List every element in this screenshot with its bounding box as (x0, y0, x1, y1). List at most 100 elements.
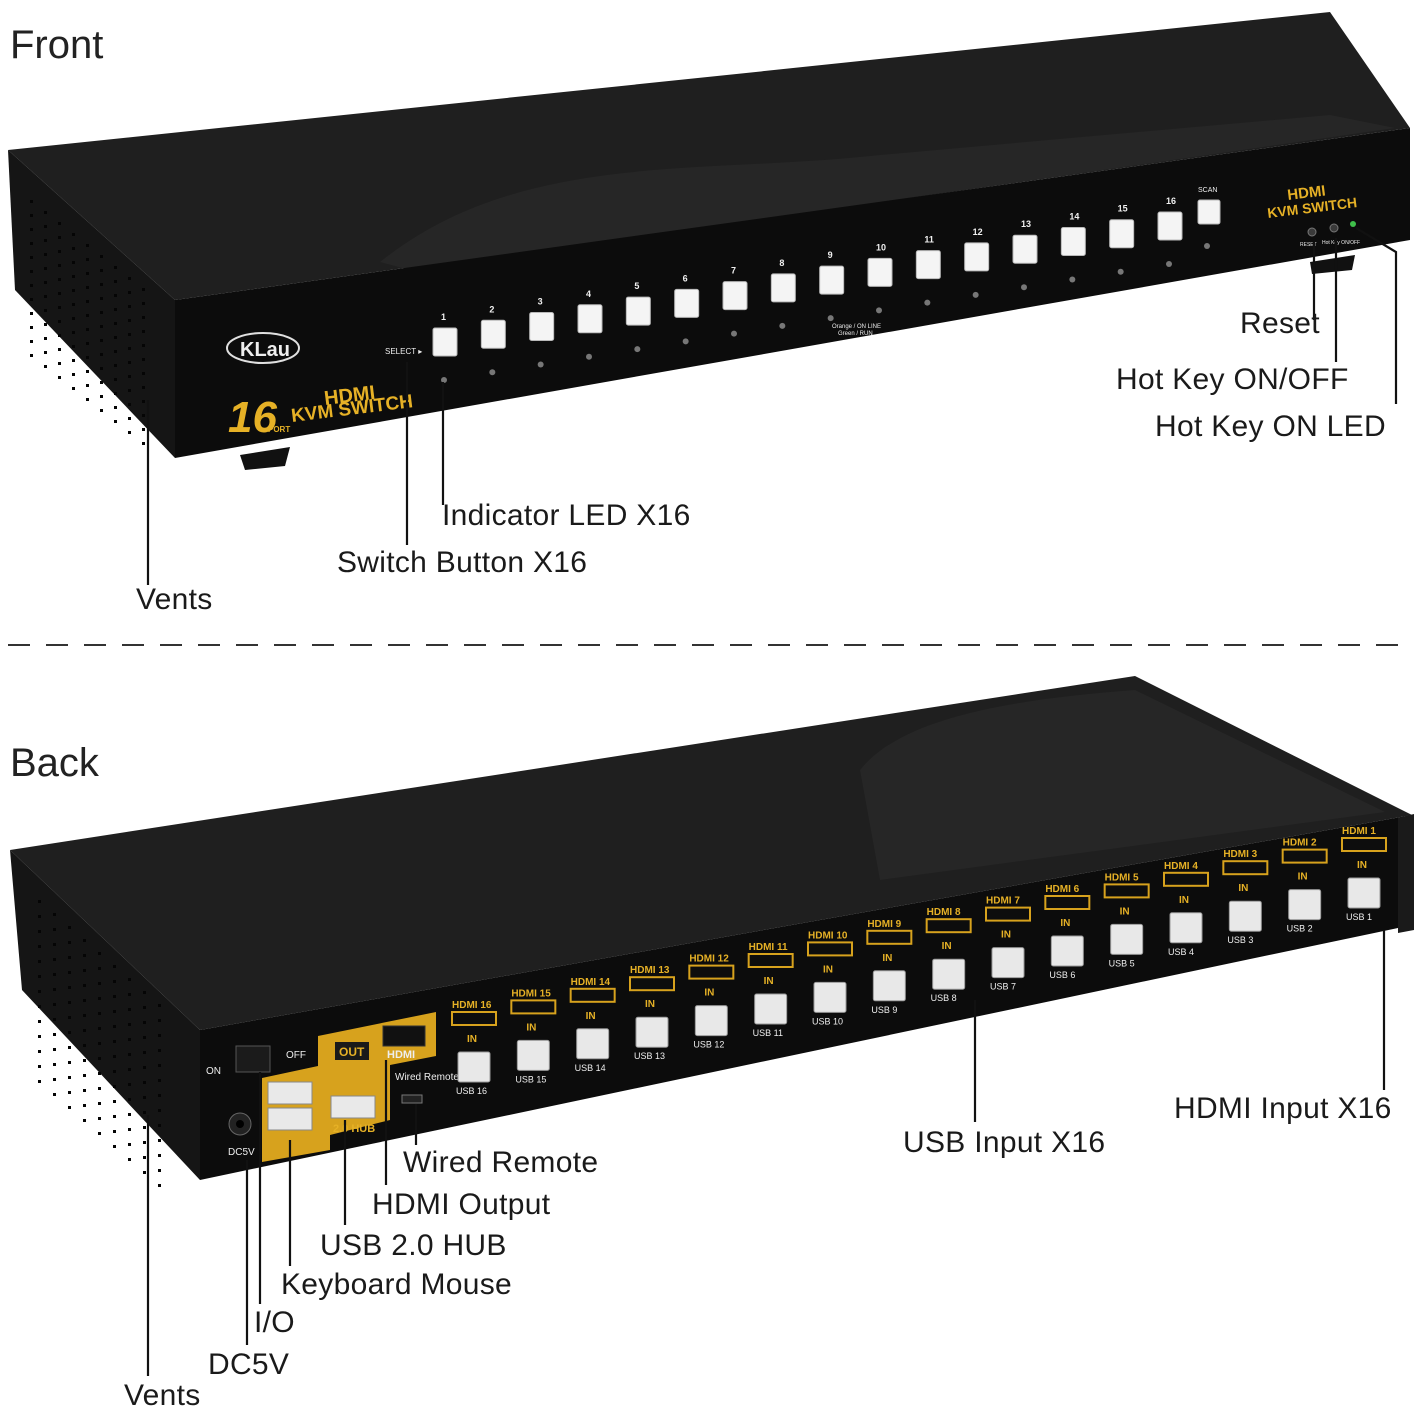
hdmi-input-port[interactable] (1163, 871, 1209, 887)
usb-input-port[interactable] (457, 1051, 491, 1083)
select-label: SELECT ▸ (385, 347, 422, 356)
switch-button[interactable] (480, 319, 506, 349)
switch-button[interactable] (819, 265, 845, 295)
switch-button[interactable] (674, 288, 700, 318)
hdmi-input-port[interactable] (1222, 860, 1269, 876)
switch-button[interactable] (722, 281, 748, 311)
hdmi-input-port[interactable] (866, 929, 913, 945)
usb-input-port[interactable] (991, 947, 1025, 979)
hdmi-input-port[interactable] (985, 906, 1031, 922)
usb-input-port[interactable] (1347, 877, 1381, 909)
scan-button[interactable] (1197, 199, 1221, 225)
vent-hole (128, 1128, 131, 1131)
usb-input-port[interactable] (1110, 923, 1144, 955)
hot-key-toggle-button[interactable] (1329, 223, 1339, 233)
usb-input-port[interactable] (635, 1016, 669, 1048)
usb-input-port[interactable] (872, 970, 906, 1002)
hdmi-input-port[interactable] (925, 918, 972, 934)
indicator-led (779, 322, 786, 329)
keyboard-usb-port[interactable] (267, 1081, 313, 1105)
vent-hole (158, 1139, 161, 1142)
switch-button[interactable] (964, 242, 990, 272)
usb-input-port[interactable] (754, 993, 788, 1025)
switch-button[interactable] (770, 273, 796, 303)
switch-button-number: 2 (489, 304, 494, 314)
usb-input-port[interactable] (1169, 912, 1203, 944)
vent-hole (44, 365, 47, 368)
vent-hole (30, 256, 33, 259)
hdmi-input-port[interactable] (1103, 883, 1150, 899)
switch-button-number: 9 (828, 250, 833, 260)
usb-hub-port[interactable] (330, 1095, 376, 1119)
usb-input-port[interactable] (516, 1039, 550, 1071)
mouse-usb-port[interactable] (267, 1107, 313, 1131)
hdmi-input-port[interactable] (629, 976, 675, 992)
vent-hole (30, 354, 33, 357)
switch-button[interactable] (867, 257, 893, 287)
vent-hole (53, 1093, 56, 1096)
usb-input-tag: USB 7 (990, 982, 1016, 992)
usb-input-port[interactable] (932, 958, 966, 990)
vent-hole (53, 973, 56, 976)
wired-remote-port[interactable] (401, 1094, 423, 1104)
switch-button[interactable] (625, 296, 651, 326)
vent-hole (143, 1126, 146, 1129)
led-legend-line1: Orange / ON LINE (832, 324, 881, 330)
hdmi-input-port[interactable] (1341, 837, 1387, 852)
hdmi-input-port[interactable] (807, 941, 853, 957)
indicator-led-label: Indicator LED X16 (442, 499, 691, 532)
vent-hole (44, 337, 47, 340)
switch-button[interactable] (1012, 234, 1038, 264)
switch-button[interactable] (529, 312, 555, 342)
hdmi-output-port[interactable] (382, 1025, 426, 1047)
hdmi-input-in-tag: IN (823, 964, 833, 975)
switch-button[interactable] (915, 250, 941, 280)
hdmi-input-port[interactable] (1044, 895, 1091, 910)
usb-input-port[interactable] (1228, 900, 1262, 932)
indicator-led (537, 361, 544, 368)
vent-hole (98, 952, 101, 955)
hdmi-input-port[interactable] (1281, 848, 1328, 864)
usb-input-port[interactable] (576, 1028, 610, 1060)
vent-hole (128, 347, 131, 350)
hdmi-input-port[interactable] (510, 999, 557, 1015)
hdmi-input-port[interactable] (451, 1011, 497, 1026)
switch-button[interactable] (432, 327, 458, 357)
power-switch[interactable] (235, 1045, 271, 1073)
vent-hole (128, 333, 131, 336)
vent-hole (58, 292, 61, 295)
dc5v-small-label: DC5V (228, 1147, 255, 1158)
front-section-title: Front (10, 23, 103, 67)
dc5v-label: DC5V (208, 1348, 289, 1381)
usb-input-port[interactable] (813, 981, 847, 1013)
switch-button[interactable] (1109, 219, 1135, 249)
switch-button[interactable] (577, 304, 603, 334)
reset-button[interactable] (1307, 227, 1317, 237)
hdmi-input-port[interactable] (747, 953, 794, 968)
port-word-label: PORT (268, 425, 290, 434)
vent-hole (44, 253, 47, 256)
hdmi-input-port[interactable] (688, 964, 735, 980)
vent-hole (30, 200, 33, 203)
usb-input-port[interactable] (694, 1005, 728, 1037)
hdmi-input-tag: HDMI 6 (1045, 884, 1079, 895)
vent-hole (44, 239, 47, 242)
vent-hole (44, 225, 47, 228)
vent-hole (114, 308, 117, 311)
scan-led (1204, 243, 1210, 249)
usb-input-port[interactable] (1050, 935, 1084, 967)
wired-remote-small-label: Wired Remote (395, 1072, 459, 1083)
vent-hole (53, 913, 56, 916)
vent-hole (68, 971, 71, 974)
vent-hole (158, 1034, 161, 1037)
hdmi-input-port[interactable] (569, 987, 616, 1003)
usb-input-label: USB Input X16 (903, 1126, 1105, 1159)
switch-button[interactable] (1060, 226, 1086, 256)
usb-input-port[interactable] (1288, 889, 1322, 921)
switch-button[interactable] (1157, 211, 1183, 241)
vent-hole (142, 316, 145, 319)
hdmi-input-in-tag: IN (1298, 872, 1308, 883)
vent-hole (83, 984, 86, 987)
vent-hole (128, 319, 131, 322)
hdmi-input-tag: HDMI 8 (927, 907, 961, 918)
